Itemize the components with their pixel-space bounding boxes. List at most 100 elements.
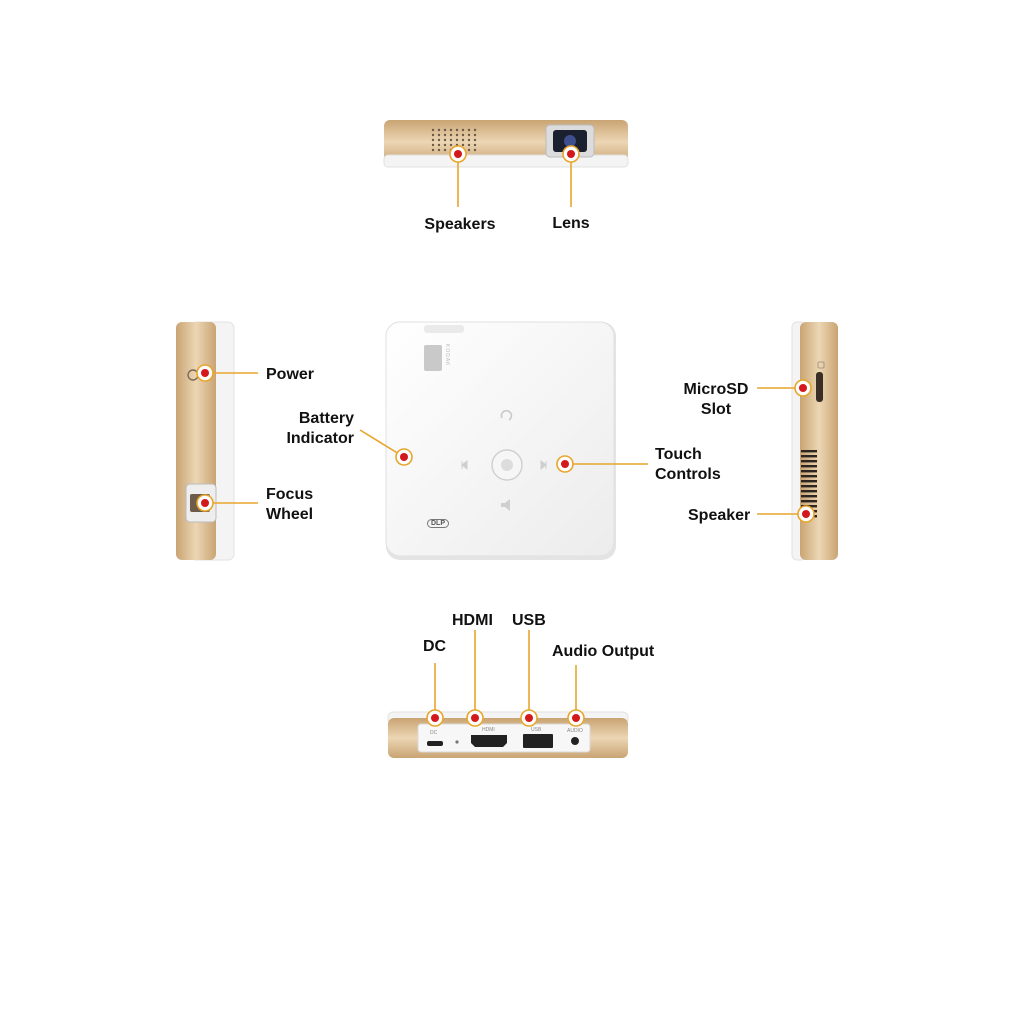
speakers-marker: [449, 145, 467, 163]
hdmi-marker: [466, 709, 484, 727]
kodak-logo-icon: [424, 345, 442, 371]
hdmi-port-text: HDMI: [482, 727, 495, 733]
battery-marker: [395, 448, 413, 466]
next-icon: [540, 459, 547, 471]
dc-marker: [426, 709, 444, 727]
speaker-grille-hole: [449, 143, 453, 147]
speaker-grille-hole: [473, 138, 477, 142]
speaker-vent-slot: [801, 465, 817, 468]
speaker-grille-hole: [473, 148, 477, 152]
front-view: [385, 321, 616, 560]
right-view: [791, 321, 838, 561]
speaker-grille-hole: [443, 143, 447, 147]
dc-port-text: DC: [430, 730, 438, 736]
speaker-vent-slot: [801, 475, 817, 478]
lens-label: Lens: [552, 215, 590, 232]
speaker-label: Speaker: [688, 507, 751, 524]
speaker-vent-slot: [801, 460, 817, 463]
speaker-grille-hole: [467, 143, 471, 147]
hdmi-label: HDMI: [452, 612, 493, 629]
speaker-grille-hole: [473, 128, 477, 132]
speaker-grille-hole: [461, 143, 465, 147]
speaker-grille-hole: [467, 148, 471, 152]
speaker-grille-hole: [431, 128, 435, 132]
dc-label: DC: [423, 638, 447, 655]
lens-marker: [562, 145, 580, 163]
callout-dots: [196, 145, 815, 727]
speaker-grille-hole: [455, 133, 459, 137]
usb-label: USB: [512, 612, 546, 629]
focus-wheel-label: Focus Wheel: [266, 486, 314, 523]
speaker-grille-hole: [443, 128, 447, 132]
speaker-grille-hole: [467, 128, 471, 132]
speaker-vent-slot: [801, 500, 817, 503]
speaker-grille-hole: [449, 138, 453, 142]
speaker-vent-slot: [801, 490, 817, 493]
speaker-grille-hole: [437, 133, 441, 137]
speaker-vent-slot: [801, 455, 817, 458]
usb-port-icon: [523, 734, 553, 748]
speaker-marker: [797, 505, 815, 523]
speaker-vent-slot: [801, 480, 817, 483]
dc-port-icon: [427, 741, 443, 746]
speaker-grille-hole: [437, 138, 441, 142]
microsd-marker: [794, 379, 812, 397]
speaker-grille-hole: [467, 138, 471, 142]
left-view: [176, 321, 235, 561]
touch-controls-label: Touch Controls: [655, 446, 721, 483]
speaker-grille-hole: [437, 128, 441, 132]
speaker-grille-hole: [443, 148, 447, 152]
speaker-grille-hole: [449, 133, 453, 137]
speaker-grille-hole: [431, 138, 435, 142]
speaker-grille-hole: [461, 138, 465, 142]
speaker-grille-hole: [461, 133, 465, 137]
bottom-view: [387, 711, 629, 758]
speaker-grille: [431, 128, 477, 152]
speaker-grille-hole: [455, 138, 459, 142]
speaker-vent-slot: [801, 470, 817, 473]
speaker-grille-hole: [431, 133, 435, 137]
touch-marker: [556, 455, 574, 473]
left-view-body: [176, 322, 216, 560]
audio-port-icon: [571, 737, 579, 745]
speaker-grille-hole: [473, 143, 477, 147]
speaker-grille-hole: [437, 143, 441, 147]
microsd-slot-icon: [816, 372, 823, 402]
kodak-wordmark: KODAK: [444, 344, 450, 367]
play-icon: [501, 459, 513, 471]
speakers-label: Speakers: [424, 216, 496, 233]
battery-indicator-label: Battery Indicator: [286, 410, 354, 447]
previous-icon: [461, 459, 468, 471]
speaker-grille-hole: [473, 133, 477, 137]
hdmi-port-icon: [471, 735, 507, 747]
speaker-grille-hole: [443, 138, 447, 142]
speaker-grille-hole: [431, 148, 435, 152]
usb-port-text: USB: [531, 727, 542, 733]
lens-glass: [564, 135, 576, 147]
back-icon: [500, 409, 513, 421]
front-view-lens-strip: [424, 325, 464, 333]
microsd-symbol-icon: [817, 361, 825, 369]
speaker-grille-hole: [461, 128, 465, 132]
speaker-vent-slot: [801, 450, 817, 453]
top-view: [383, 120, 629, 168]
power-label: Power: [266, 366, 315, 383]
audio-marker: [567, 709, 585, 727]
microsd-slot-label: MicroSD Slot: [683, 381, 749, 418]
audio-port-text: AUDIO: [567, 728, 583, 734]
usb-marker: [520, 709, 538, 727]
speaker-grille-hole: [455, 128, 459, 132]
audio-output-label: Audio Output: [552, 643, 655, 660]
volume-icon: [501, 499, 510, 511]
dlp-logo: DLP: [427, 519, 449, 528]
power-marker: [196, 364, 214, 382]
indicator-led-icon: [455, 740, 459, 744]
speaker-grille-hole: [467, 133, 471, 137]
speaker-vent-slot: [801, 495, 817, 498]
speaker-grille-hole: [449, 128, 453, 132]
front-view-face: [385, 321, 615, 557]
right-view-body: [800, 322, 838, 560]
speaker-grille-hole: [443, 133, 447, 137]
focus-marker: [196, 494, 214, 512]
